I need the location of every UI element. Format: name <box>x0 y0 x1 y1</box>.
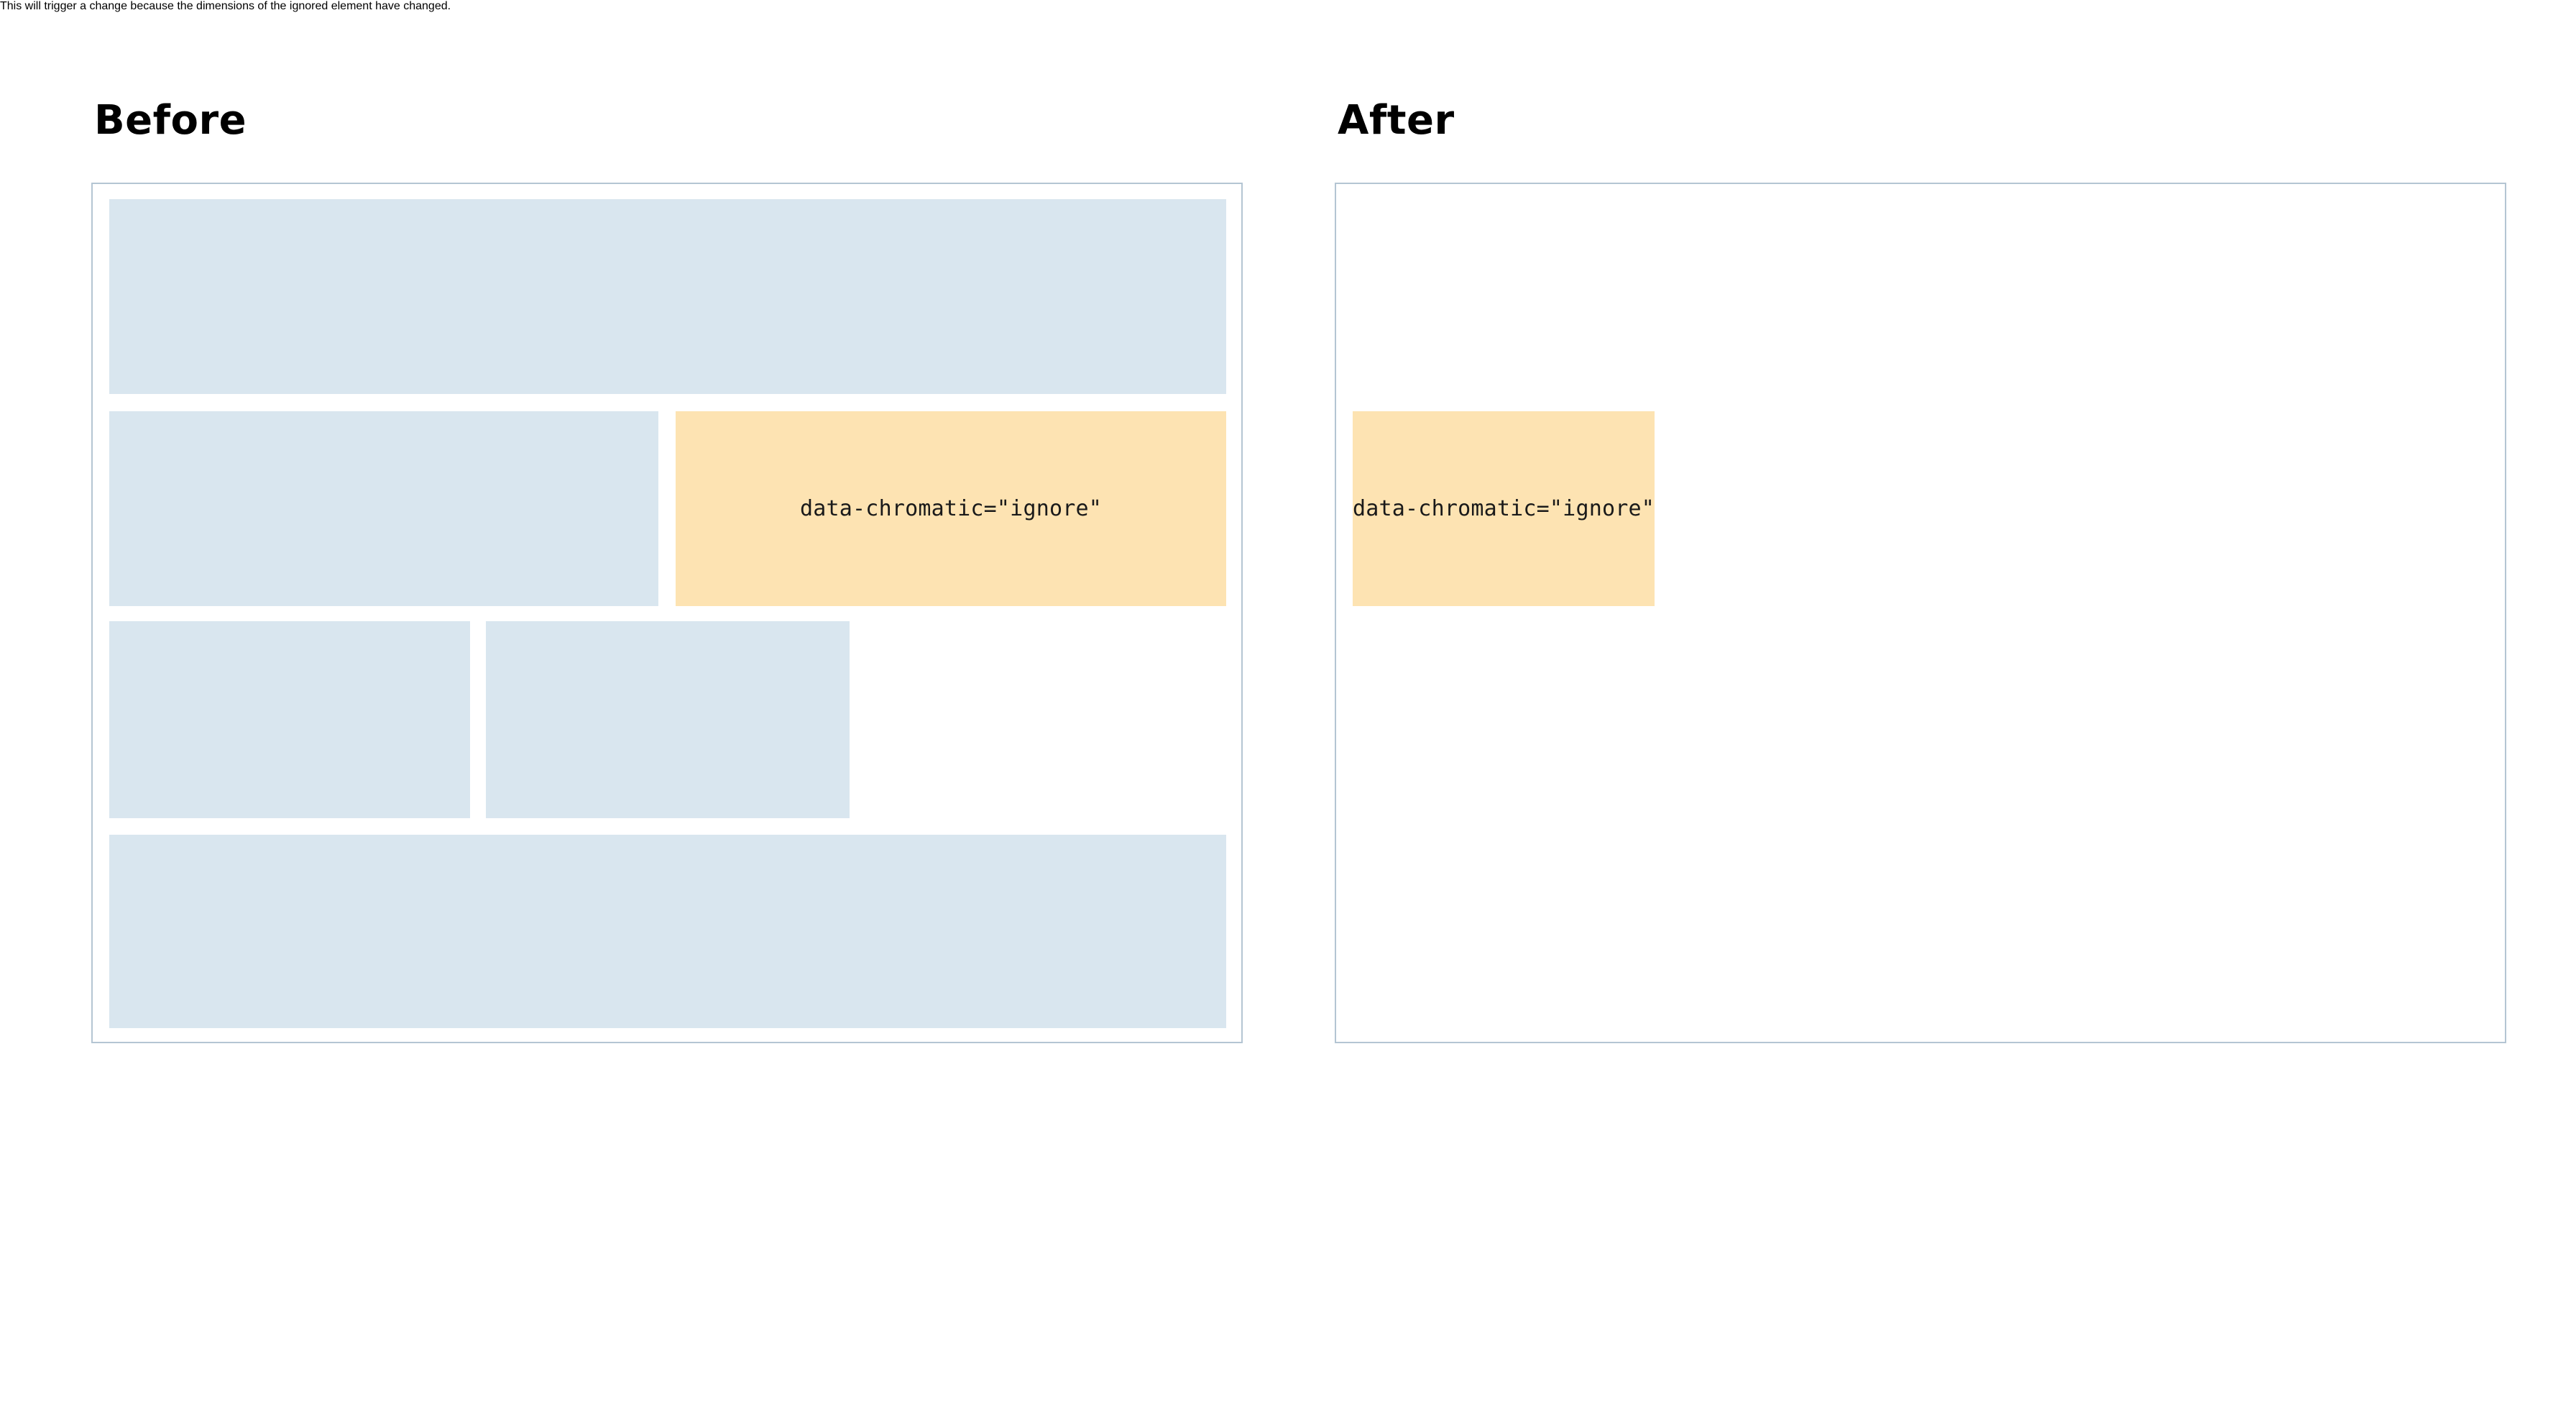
before-block-row1-full <box>109 199 1226 394</box>
caption-line-1: This will trigger a change because the d… <box>0 0 287 12</box>
after-heading: After <box>1338 97 1455 144</box>
caption-line-2: ignored element have changed. <box>289 0 451 12</box>
figure-caption: This will trigger a change because the d… <box>0 0 2576 13</box>
before-ignore-label: data-chromatic="ignore" <box>800 495 1103 521</box>
before-row-3 <box>109 621 1226 818</box>
before-block-row4-full <box>109 835 1226 1028</box>
after-row-3 <box>1353 621 2490 818</box>
before-block-row3-col1 <box>109 621 470 818</box>
after-row-4 <box>1353 835 2490 1028</box>
after-panel-inner: data-chromatic="ignore" <box>1353 199 2490 1028</box>
before-row-2: data-chromatic="ignore" <box>109 411 1226 606</box>
after-block-row2-ignored: data-chromatic="ignore" <box>1353 411 1655 606</box>
before-row-1 <box>109 199 1226 394</box>
after-row-2: data-chromatic="ignore" <box>1353 411 2490 606</box>
before-row-4 <box>109 835 1226 1028</box>
before-panel: data-chromatic="ignore" <box>91 183 1243 1043</box>
before-block-row2-ignored: data-chromatic="ignore" <box>676 411 1226 606</box>
after-row-1 <box>1353 199 2490 394</box>
after-panel: data-chromatic="ignore" <box>1335 183 2506 1043</box>
before-heading: Before <box>94 97 247 144</box>
before-panel-inner: data-chromatic="ignore" <box>109 199 1226 1028</box>
before-block-row3-col2 <box>486 621 850 818</box>
before-block-row2-left <box>109 411 658 606</box>
after-ignore-label: data-chromatic="ignore" <box>1353 495 1655 521</box>
